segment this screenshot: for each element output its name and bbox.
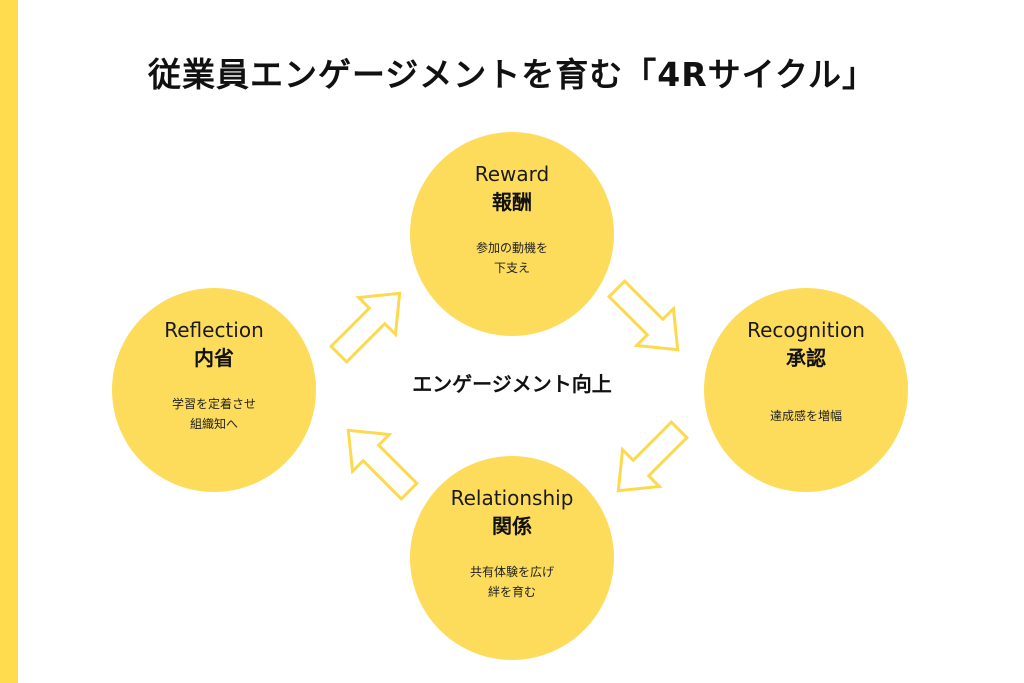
center-label: エンゲージメント向上 bbox=[412, 372, 612, 396]
node-label-ja: 承認 bbox=[786, 346, 826, 370]
node-label-en: Relationship bbox=[450, 486, 574, 510]
node-description: 共有体験を広げ 絆を育む bbox=[469, 565, 554, 599]
diagram-title: 従業員エンゲージメントを育む「4Rサイクル」 bbox=[147, 55, 877, 94]
node-description: 参加の動機を 下支え bbox=[475, 241, 548, 275]
node-reflection: Reflection 内省 学習を定着させ 組織知へ bbox=[112, 288, 316, 492]
node-label-ja: 関係 bbox=[492, 514, 532, 538]
accent-stripe bbox=[0, 0, 18, 683]
arrow-up-right-icon bbox=[328, 291, 402, 365]
node-label-en: Reward bbox=[474, 162, 550, 186]
arrow-down-right-icon bbox=[606, 278, 680, 352]
node-label-ja: 内省 bbox=[194, 346, 234, 370]
node-description: 学習を定着させ 組織知へ bbox=[171, 397, 256, 431]
node-label-ja: 報酬 bbox=[492, 190, 532, 214]
node-relationship: Relationship 関係 共有体験を広げ 絆を育む bbox=[410, 456, 614, 660]
node-label-en: Recognition bbox=[747, 318, 865, 342]
arrow-down-left-icon bbox=[616, 419, 690, 493]
arrow-up-left-icon bbox=[346, 428, 420, 502]
node-reward: Reward 報酬 参加の動機を 下支え bbox=[410, 132, 614, 336]
node-description: 達成感を増幅 bbox=[769, 409, 842, 423]
node-recognition: Recognition 承認 達成感を増幅 bbox=[704, 288, 908, 492]
node-label-en: Reflection bbox=[164, 318, 264, 342]
